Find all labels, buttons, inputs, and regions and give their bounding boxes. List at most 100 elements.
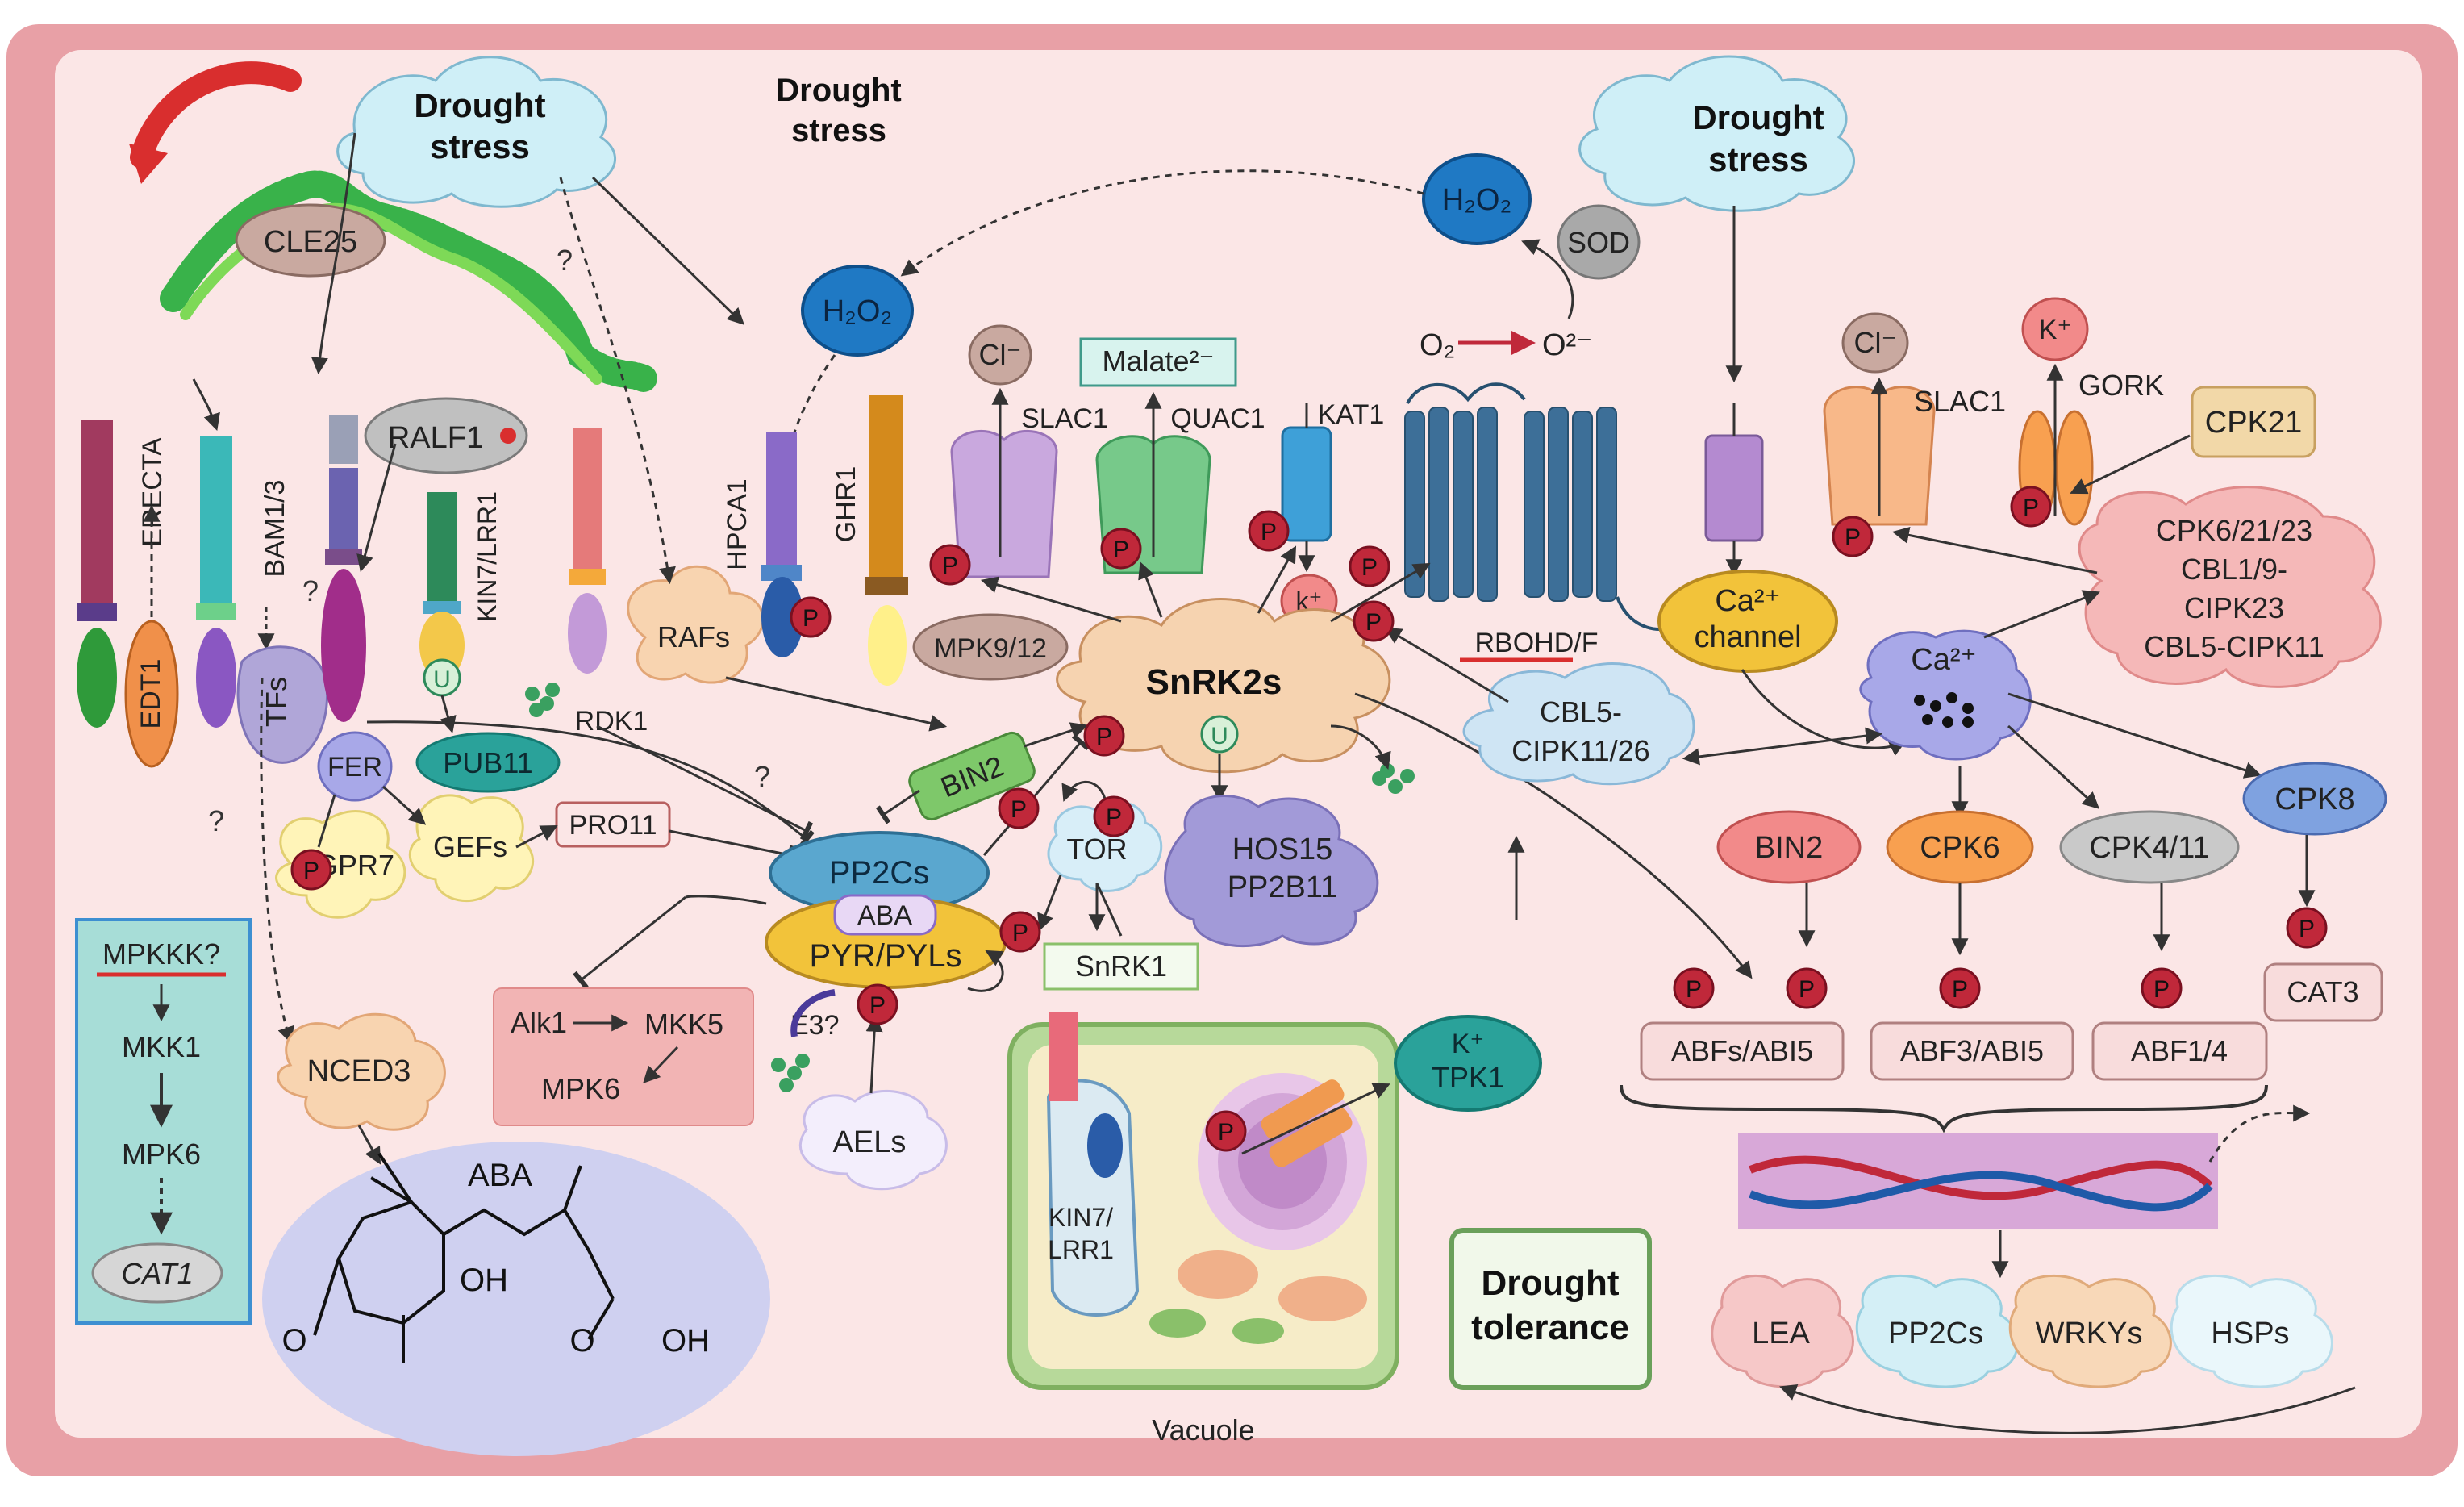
pp2cs-center-label: PP2Cs [829,855,930,891]
tfs-label: TFs [260,677,293,727]
ubiquitin-icon [1200,715,1239,754]
rdk1-pp2c-inhibit [596,724,814,841]
cat1-node [91,1242,223,1304]
slac1-right-label: SLAC1 [1914,385,2006,418]
q-rdk1: ? [754,760,770,793]
phosphate-icon [857,983,898,1025]
nadph-oxidase-icon [1404,407,1617,602]
alk1-box [493,987,754,1126]
phosphate-label: P [1365,609,1382,636]
cat3-node [2263,962,2383,1022]
ca-cluster-arrow [1983,590,2100,639]
feedback-arrow-head [129,144,168,184]
degradation-dots-icon [525,683,560,717]
cpk-cluster-node [2078,486,2382,688]
pp2c-alk1-inhibit [573,895,686,990]
ca-cpk8-arrow [2007,692,2262,779]
rafs-snrk2-arrow [725,676,948,732]
receptor-icon [865,395,908,686]
stress-left-line1: Drought [414,86,545,124]
h2o2-right-node [1422,153,1532,245]
phosphate-icon [929,544,971,586]
snrk2-quac1-arrow [1138,561,1163,618]
cpk411-label: CPK4/11 [2089,831,2209,865]
q-bam: ? [302,574,319,607]
cpk6-node [1886,810,2034,884]
plant-cell-icon [1007,1012,1399,1390]
phosphate-label: P [1361,554,1378,581]
mpkkk-label: MPKKK? [102,937,220,971]
rdk1-label: RDK1 [575,706,648,737]
snrk1-tor-line [1095,883,1123,937]
kin7-receptor-icon [419,492,465,679]
cpk-cluster-line1: CPK6/21/23 [2156,514,2312,547]
ralf1-node [364,397,528,474]
aels-label: AELs [833,1125,907,1159]
cbl5-node [1462,662,1695,786]
ca-channel-node [1657,570,1838,673]
feedback-arrow [130,61,302,169]
quac1-label: QUAC1 [1170,403,1265,434]
cpk8-label: CPK8 [2274,783,2354,816]
cpk411-node [2059,810,2240,884]
phosphate-icon [1786,967,1828,1009]
snrk2-rbohd-arrow [1330,562,1431,623]
snrk2-abf-arrow [1354,692,1753,979]
phosphate-icon [2286,907,2328,949]
receptor-icon [196,436,236,728]
bin2-right-label: BIN2 [1755,831,1823,865]
bin2-right-node [1716,810,1862,884]
peptide-receptor-arrow [311,132,356,375]
pub11-node [415,732,561,793]
phosphate-label: P [2153,976,2170,1003]
cpk-cluster-line3: CIPK23 [2184,591,2284,624]
slac1-center-label: SLAC1 [1021,403,1108,434]
fer-gpr7-line [317,794,336,848]
phosphate-label: P [1011,796,1027,823]
hpca1-label: HPCA1 [722,478,753,570]
phosphate-label: P [1113,536,1129,563]
cloud-icon [1578,55,1856,212]
stress-right-line1: Drought [1692,98,1824,136]
mpk912-label: MPK9/12 [934,633,1047,664]
rbohd-loop [1406,382,1526,404]
bin2-snrk2-arrow [1024,722,1088,748]
h2o2-hpca1-arrow [777,354,836,480]
fer-receptor-icon [321,415,366,722]
phosphate-icon [2010,486,2052,528]
h2o2-right-label: H₂O₂ [1442,183,1512,217]
pp2b11-label: PP2B11 [1228,870,1338,904]
h2o2-left-label: H₂O₂ [823,294,893,328]
pub11-arrow [440,695,457,734]
aba-oh: OH [460,1263,508,1298]
stress-left-line2: stress [430,127,530,165]
kat1-label: KAT1 [1318,399,1385,430]
sod-arrow [1521,239,1574,319]
aba-bound-node [833,894,937,936]
snrk1-node [1043,942,1199,991]
sod-node [1557,204,1641,280]
tolerance-line2: tolerance [1471,1308,1629,1347]
fer-label: FER [327,752,382,783]
pyr-loop-arrow [967,950,1004,992]
tor-loop-arrow [1061,780,1107,802]
stress-center-arrow [591,176,745,325]
tor-label: TOR [1066,833,1127,866]
hsps-label: HSPs [2211,1317,2289,1350]
snrk1-label: SnRK1 [1075,950,1167,983]
mpk912-node [912,613,1069,681]
wrkys-node [2008,1274,2172,1388]
aba-oh-right: OH [661,1323,710,1359]
snrk2-ubiquitin-label: U [1211,723,1228,749]
cpk6-label: CPK6 [1920,831,1999,865]
phosphate-icon [1100,528,1142,570]
abfs-label: ABFs/ABI5 [1671,1034,1813,1067]
aels-pyr-arrow [865,1014,883,1094]
snrk2-kat1-arrow [1257,545,1297,614]
phosphate-icon [999,911,1041,953]
cle25-label: CLE25 [264,225,357,259]
sod-label: SOD [1567,226,1630,259]
cl-center-node [968,324,1032,386]
gork-label: GORK [2078,369,2164,402]
